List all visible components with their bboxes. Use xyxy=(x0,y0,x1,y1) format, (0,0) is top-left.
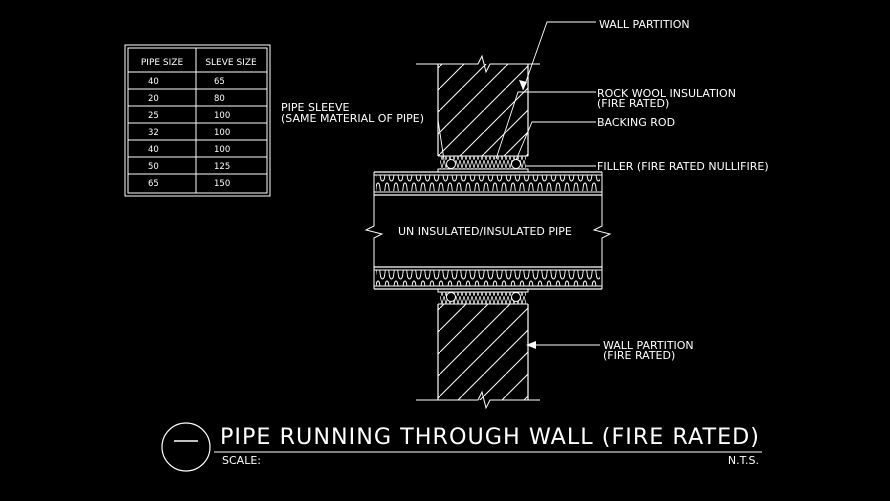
arrowhead-icon xyxy=(519,80,527,90)
detail-marker-icon xyxy=(161,422,211,472)
table-cell: 125 xyxy=(214,162,230,172)
label-pipe-sleeve: PIPE SLEEVE xyxy=(281,101,349,114)
label-wall-partition-bottom-fire-rated: (FIRE RATED) xyxy=(603,349,675,362)
pipe-label: UN INSULATED/INSULATED PIPE xyxy=(398,225,572,238)
label-pipe-sleeve-material: (SAME MATERIAL OF PIPE) xyxy=(281,112,424,125)
pipe-assembly: UN INSULATED/INSULATED PIPE xyxy=(364,171,612,290)
table-header-sleeve-size: SLEVE SIZE xyxy=(205,58,257,68)
table-cell: 100 xyxy=(214,145,230,155)
arrowhead-icon xyxy=(526,341,536,349)
table-cell: 100 xyxy=(214,111,230,121)
pipe-sleeve-size-table: PIPE SIZE SLEVE SIZE 40 65 20 80 25 100 … xyxy=(124,44,271,197)
table-cell: 50 xyxy=(148,162,159,172)
backing-rod-icon xyxy=(446,292,456,302)
backing-rod-icon xyxy=(511,159,521,169)
backing-rod-icon xyxy=(446,159,456,169)
table-cell: 150 xyxy=(214,179,230,189)
table-cell: 40 xyxy=(148,145,159,155)
label-wall-partition-bottom: WALL PARTITION xyxy=(603,339,694,352)
label-rock-wool-insulation: ROCK WOOL INSULATION xyxy=(597,87,736,100)
sleeve-seal-bottom xyxy=(437,288,529,304)
scale-value: N.T.S. xyxy=(728,454,759,467)
label-backing-rod: BACKING ROD xyxy=(597,116,675,129)
leader-lines xyxy=(437,21,600,346)
table-cell: 65 xyxy=(214,77,225,87)
drawing-title: PIPE RUNNING THROUGH WALL (FIRE RATED) xyxy=(220,425,760,450)
table-header-pipe-size: PIPE SIZE xyxy=(141,58,184,68)
table-cell: 20 xyxy=(148,94,159,104)
label-filler: FILLER (FIRE RATED NULLIFIRE) xyxy=(597,160,769,173)
label-wall-partition-top: WALL PARTITION xyxy=(599,18,690,31)
title-block: PIPE RUNNING THROUGH WALL (FIRE RATED) S… xyxy=(161,422,762,472)
lower-wall-partition xyxy=(416,303,540,410)
table-cell: 100 xyxy=(214,128,230,138)
table-cell: 40 xyxy=(148,77,159,87)
upper-wall-partition xyxy=(416,54,540,157)
table-cell: 65 xyxy=(148,179,159,189)
sleeve-seal-top xyxy=(437,156,529,173)
table-cell: 25 xyxy=(148,111,159,121)
table-cell: 32 xyxy=(148,128,159,138)
label-rock-wool-fire-rated: (FIRE RATED) xyxy=(597,97,669,110)
table-cell: 80 xyxy=(214,94,225,104)
backing-rod-icon xyxy=(511,292,521,302)
scale-label: SCALE: xyxy=(222,454,261,467)
